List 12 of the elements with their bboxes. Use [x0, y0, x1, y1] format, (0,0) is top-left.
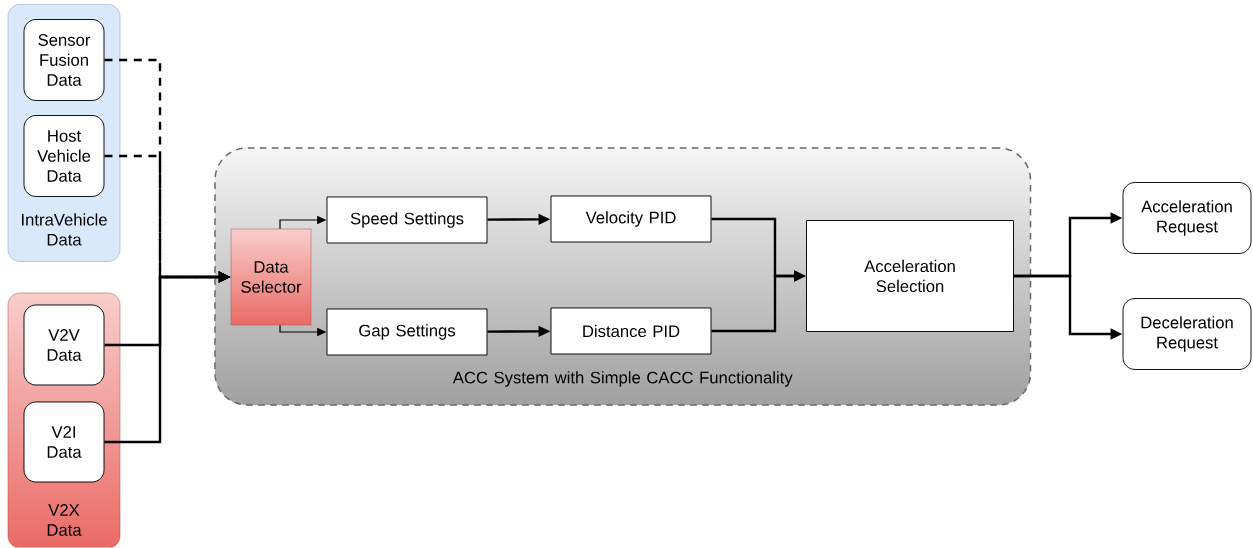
process-box: Velocity PID [550, 195, 712, 243]
process-box: Gap Settings [326, 308, 488, 356]
data-box: V2I Data [23, 401, 105, 483]
selector-box: Data Selector [230, 228, 312, 326]
output-box: Deceleration Request [1122, 298, 1252, 370]
data-box: V2V Data [23, 304, 105, 386]
data-box: Host Vehicle Data [23, 115, 105, 197]
process-box: Acceleration Selection [806, 220, 1014, 332]
output-box: Acceleration Request [1122, 182, 1252, 254]
data-box: Sensor Fusion Data [23, 19, 105, 101]
process-box: Speed Settings [326, 196, 488, 244]
process-box: Distance PID [550, 307, 712, 355]
